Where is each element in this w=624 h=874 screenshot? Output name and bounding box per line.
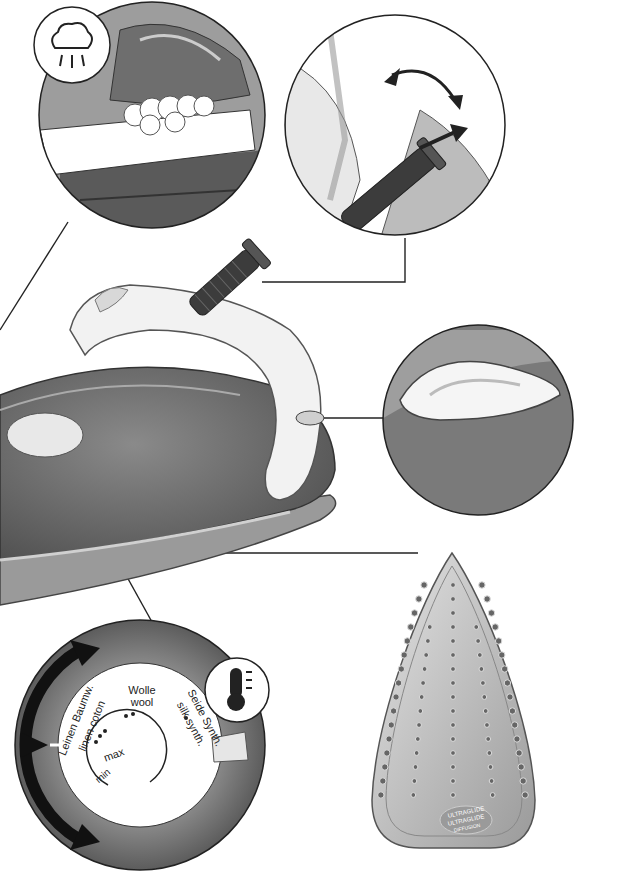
steam-hole <box>401 652 407 658</box>
steam-hole <box>380 778 386 784</box>
steam-detail <box>0 0 270 240</box>
rod-detail <box>280 10 510 240</box>
steam-hole <box>415 737 420 742</box>
steam-hole <box>393 694 399 700</box>
steam-hole <box>390 708 396 714</box>
steam-hole <box>427 625 432 630</box>
steam-hole <box>499 652 505 658</box>
steam-hole <box>451 793 456 798</box>
leader-lines <box>0 222 418 622</box>
steam-hole <box>395 680 401 686</box>
steam-hole <box>520 778 526 784</box>
steam-hole <box>413 765 418 770</box>
steam-hole <box>419 695 424 700</box>
steam-hole <box>418 709 423 714</box>
steam-hole <box>488 610 494 616</box>
steam-hole <box>479 582 485 588</box>
steam-cloud <box>124 95 214 135</box>
steam-hole <box>421 582 427 588</box>
steam-hole <box>489 779 494 784</box>
steam-hole <box>509 708 515 714</box>
steam-hole <box>451 625 456 630</box>
steam-hole <box>514 736 520 742</box>
steam-hole <box>492 624 498 630</box>
steam-hole <box>481 681 486 686</box>
steam-hole <box>482 695 487 700</box>
steam-hole <box>483 709 488 714</box>
steam-hole <box>485 723 490 728</box>
dial-label: wool <box>131 697 154 708</box>
steam-hole <box>488 765 493 770</box>
soleplate <box>372 553 535 848</box>
steam-hole <box>501 666 507 672</box>
steam-hole <box>398 666 404 672</box>
steam-icon <box>34 7 110 83</box>
steam-hole <box>522 792 528 798</box>
steam-hole <box>417 723 422 728</box>
steam-hole <box>411 610 417 616</box>
steam-hole <box>474 625 479 630</box>
steam-hole <box>518 764 524 770</box>
steam-hole <box>451 667 456 672</box>
steam-hole <box>451 695 456 700</box>
steam-hole <box>486 737 491 742</box>
steam-hole <box>382 764 388 770</box>
steam-hole <box>378 792 384 798</box>
steam-hole <box>451 611 456 616</box>
steam-hole <box>451 639 456 644</box>
steam-hole <box>451 751 456 756</box>
steam-hole <box>451 653 456 658</box>
dial-label: Wolle <box>128 685 155 696</box>
steam-hole <box>404 638 410 644</box>
steam-hole <box>451 681 456 686</box>
steam-hole <box>477 653 482 658</box>
steam-hole <box>451 723 456 728</box>
steam-hole <box>487 751 492 756</box>
steam-hole <box>421 681 426 686</box>
steam-hole <box>516 750 522 756</box>
steam-hole <box>451 709 456 714</box>
temperature-dial <box>15 620 269 870</box>
steam-hole <box>504 680 510 686</box>
steam-hole <box>422 667 427 672</box>
steam-hole <box>479 667 484 672</box>
steam-hole <box>425 639 430 644</box>
steam-hole <box>451 779 456 784</box>
steam-hole <box>451 765 456 770</box>
steam-hole <box>451 597 456 602</box>
steam-hole <box>384 750 390 756</box>
steam-hole <box>490 793 495 798</box>
steam-hole <box>408 624 414 630</box>
steam-hole <box>388 722 394 728</box>
steam-hole <box>476 639 481 644</box>
steam-hole <box>512 722 518 728</box>
steam-hole <box>414 751 419 756</box>
steam-hole <box>386 736 392 742</box>
button-detail <box>380 320 580 520</box>
iron-body <box>0 238 336 605</box>
steam-hole <box>416 596 422 602</box>
steam-hole <box>451 737 456 742</box>
steam-hole <box>411 793 416 798</box>
steam-hole <box>412 779 417 784</box>
steam-hole <box>495 638 501 644</box>
steam-hole <box>484 596 490 602</box>
steam-hole <box>451 583 456 588</box>
steam-hole <box>507 694 513 700</box>
steam-hole <box>424 653 429 658</box>
